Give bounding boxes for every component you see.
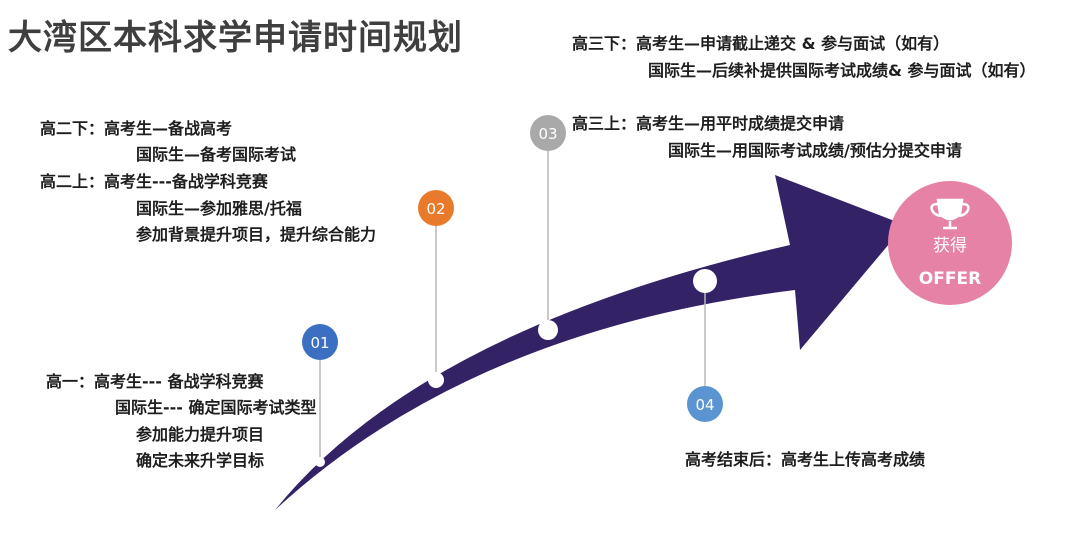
svg-text:OFFER: OFFER	[919, 269, 981, 289]
stage-01-line-1: 高一：高考生--- 备战学科竞赛	[46, 372, 264, 391]
progress-arrow	[275, 175, 905, 510]
svg-text:04: 04	[695, 396, 714, 414]
stage-03-line-1: 高三上：高考生—用平时成绩提交申请	[572, 114, 845, 133]
svg-text:01: 01	[310, 334, 329, 352]
svg-text:02: 02	[426, 200, 445, 218]
stage-badge-03: 03	[530, 115, 566, 151]
stage-03-line-2: 国际生—用国际考试成绩/预估分提交申请	[668, 141, 962, 160]
milestone-dot-03	[538, 320, 558, 340]
stage-02-line-3: 高二上：高考生---备战学科竞赛	[40, 172, 268, 191]
stage-badge-02: 02	[418, 190, 454, 226]
svg-text:03: 03	[538, 125, 557, 143]
stage-03-line-3: 高三下：高考生—申请截止递交 & 参与面试（如有）	[572, 34, 950, 53]
stage-03-line-4: 国际生—后续补提供国际考试成绩& 参与面试（如有）	[648, 61, 1036, 80]
trophy-icon	[930, 198, 970, 230]
stage-02-line-2: 国际生—备考国际考试	[136, 145, 297, 164]
svg-text:获得: 获得	[933, 236, 967, 256]
stage-badge-01: 01	[302, 324, 338, 360]
stage-02-line-1: 高二下：高考生—备战高考	[40, 119, 233, 138]
stage-01-line-2: 国际生--- 确定国际考试类型	[115, 398, 317, 417]
page-title: 大湾区本科求学申请时间规划	[8, 18, 463, 58]
stage-04-line-1: 高考结束后：高考生上传高考成绩	[685, 450, 926, 469]
milestone-dot-02	[428, 372, 444, 388]
stage-01-line-4: 确定未来升学目标	[136, 451, 265, 470]
stage-02-line-4: 国际生—参加雅思/托福	[136, 199, 302, 218]
milestone-dot-01	[315, 457, 325, 467]
stage-badge-04: 04	[687, 386, 723, 422]
stage-01-line-3: 参加能力提升项目	[136, 425, 265, 444]
milestone-dot-04	[693, 269, 717, 293]
stage-02-line-5: 参加背景提升项目，提升综合能力	[136, 225, 377, 244]
offer-badge: 获得 OFFER	[888, 181, 1012, 305]
